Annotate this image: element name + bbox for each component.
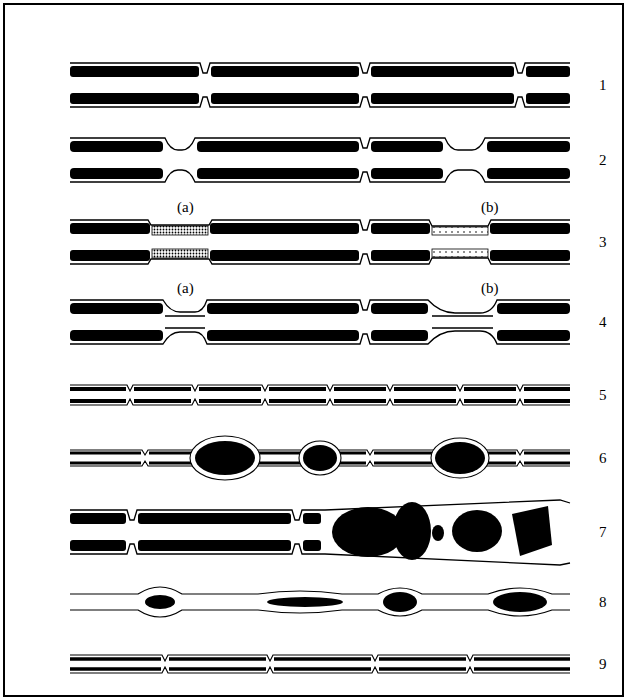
row-number: 1 (599, 78, 607, 93)
fiber-2 (70, 138, 570, 182)
callout-letter: (b) (481, 200, 499, 215)
row-number: 8 (599, 595, 607, 610)
frame (4, 4, 623, 696)
fiber-4 (70, 300, 570, 344)
fiber-5 (70, 385, 570, 405)
row-number: 7 (599, 525, 607, 540)
fiber-6 (70, 436, 570, 480)
fiber-3 (70, 220, 570, 264)
callout-letter: (a) (177, 281, 194, 296)
row-number: 4 (599, 315, 607, 330)
callout-letter: (a) (177, 200, 194, 215)
row-number: 5 (599, 388, 607, 403)
row-number: 6 (599, 451, 607, 466)
fiber-9 (70, 655, 570, 673)
row-number: 2 (599, 153, 607, 168)
fiber-1 (70, 63, 570, 107)
row-number: 3 (599, 235, 607, 250)
callout-letter: (b) (481, 281, 499, 296)
row-number: 9 (599, 657, 607, 672)
fiber-7 (70, 500, 570, 565)
fiber-8 (70, 587, 570, 617)
